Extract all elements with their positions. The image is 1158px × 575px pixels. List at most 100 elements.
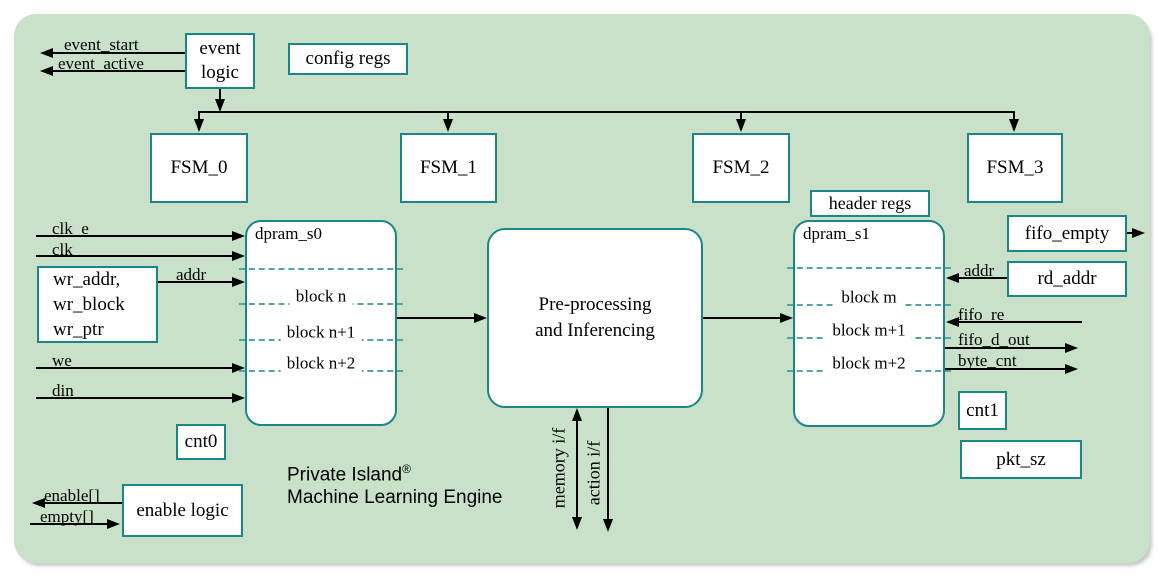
fsm1-block: FSM_1 [400,133,497,203]
event-start-arrowhead [40,48,53,58]
action-if-label: action i/f [583,440,604,506]
clk-e-line [36,235,234,237]
preprocessing-label-line2: and Inferencing [535,320,655,341]
fsm3-drop-line [1013,111,1015,120]
fifo-re-line [948,321,1082,323]
dpram-s1-block: dpram_s1 block m block m+1 block m+2 [787,220,951,427]
wr-block-label: wr_block [53,294,125,315]
clk-e-arrowhead [232,231,245,241]
empty-line [30,523,118,525]
empty-arrowhead [107,519,120,529]
dpram-s1-block-m2-label: block m+2 [826,353,912,374]
config-regs-block: config regs [288,43,408,75]
action-if-line [607,408,609,520]
we-line [36,367,234,369]
fsm0-block: FSM_0 [150,133,248,203]
s0-to-preproc-arrowhead [474,313,487,323]
wr-signal-group-block: wr_addr, wr_block wr_ptr [37,266,158,343]
fsm-bus-line [198,111,1015,113]
rd-addr-label: rd_addr [1037,268,1097,290]
dpram-s0-block: dpram_s0 block n block n+1 block n+2 [239,220,403,426]
preprocessing-label-line1: Pre-processing [538,294,652,315]
din-arrowhead [232,393,245,403]
dpram-s0-block-n2-label: block n+2 [280,353,362,374]
byte-cnt-line [945,368,1067,370]
fifo-re-arrowhead [946,317,959,327]
signal-clk-e: clk_e [52,219,89,238]
we-arrowhead [232,363,245,373]
fsm2-block: FSM_2 [692,133,790,203]
config-regs-label: config regs [305,48,391,70]
fsm3-drop-arrowhead [1009,119,1019,132]
fsm3-block: FSM_3 [967,133,1063,203]
clk-arrowhead [232,251,245,261]
event-active-line [42,70,185,72]
fsm1-drop-line [447,111,449,120]
enable-line [34,502,122,504]
signal-addr-write: addr [176,265,207,284]
fifo-empty-block: fifo_empty [1007,215,1127,252]
addr-read-arrowhead [946,273,959,283]
event-bus-drop-arrowhead [215,99,225,112]
event-logic-label-line1: event [199,38,241,60]
dpram-s1-divider-1 [787,267,951,269]
dpram-s1-title: dpram_s1 [803,224,871,243]
registered-trademark-symbol: ® [402,462,411,476]
preprocessing-block: Pre-processing and Inferencing [487,228,703,408]
preproc-to-s1-line [703,317,783,319]
wr-ptr-label: wr_ptr [53,319,104,340]
byte-cnt-arrowhead [1065,364,1078,374]
dpram-s0-divider-1 [239,268,403,270]
signal-fifo-d-out: fifo_d_out [958,330,1030,349]
fifo-d-out-line [945,347,1067,349]
memory-if-line [576,418,578,520]
fifo-empty-out-arrowhead [1132,228,1145,238]
wr-addr-label: wr_addr, [53,269,121,290]
fsm2-drop-line [740,111,742,120]
memory-if-up-arrowhead [572,408,582,421]
event-active-arrowhead [40,66,53,76]
signal-event-active: event_active [58,54,144,73]
memory-if-down-arrowhead [572,517,582,530]
enable-logic-block: enable logic [122,484,243,537]
fsm0-label: FSM_0 [170,157,228,179]
brand-text: Private Island® Machine Learning Engine [287,458,503,509]
brand-line2: Machine Learning Engine [287,487,503,509]
addr-write-arrowhead [232,277,245,287]
dpram-s0-title: dpram_s0 [255,224,323,243]
event-logic-block: event logic [185,33,255,89]
pkt-sz-block: pkt_sz [960,440,1082,479]
rd-addr-block: rd_addr [1007,261,1127,297]
enable-arrowhead [32,498,45,508]
signal-clk: clk [52,240,73,259]
header-regs-block: header regs [810,190,930,217]
dpram-s1-block-m-label: block m [835,287,903,308]
pkt-sz-label: pkt_sz [996,448,1046,470]
fifo-d-out-arrowhead [1065,343,1078,353]
signal-we: we [52,351,72,370]
fsm1-label: FSM_1 [419,157,478,179]
event-logic-label-line2: logic [201,62,239,83]
signal-event-start: event_start [64,35,139,54]
signal-din: din [52,381,74,400]
cnt0-label: cnt0 [184,431,218,453]
cnt0-block: cnt0 [176,424,226,460]
action-if-down-arrowhead [603,519,613,532]
fsm0-drop-arrowhead [194,119,204,132]
fifo-empty-label: fifo_empty [1024,222,1110,244]
fsm2-label: FSM_2 [712,157,770,179]
cnt1-label: cnt1 [966,399,999,421]
dpram-s0-block-n1-label: block n+1 [280,322,362,343]
signal-byte-cnt: byte_cnt [958,351,1017,370]
enable-logic-label: enable logic [136,499,229,521]
header-regs-label: header regs [828,193,912,214]
s0-to-preproc-line [397,317,477,319]
cnt1-block: cnt1 [958,391,1007,430]
dpram-s0-block-n-label: block n [289,286,353,307]
preproc-to-s1-arrowhead [780,313,793,323]
fsm1-drop-arrowhead [443,119,453,132]
dpram-s1-block-m1-label: block m+1 [826,320,912,341]
fsm0-drop-line [198,111,200,120]
brand-name: Private Island [287,464,403,486]
